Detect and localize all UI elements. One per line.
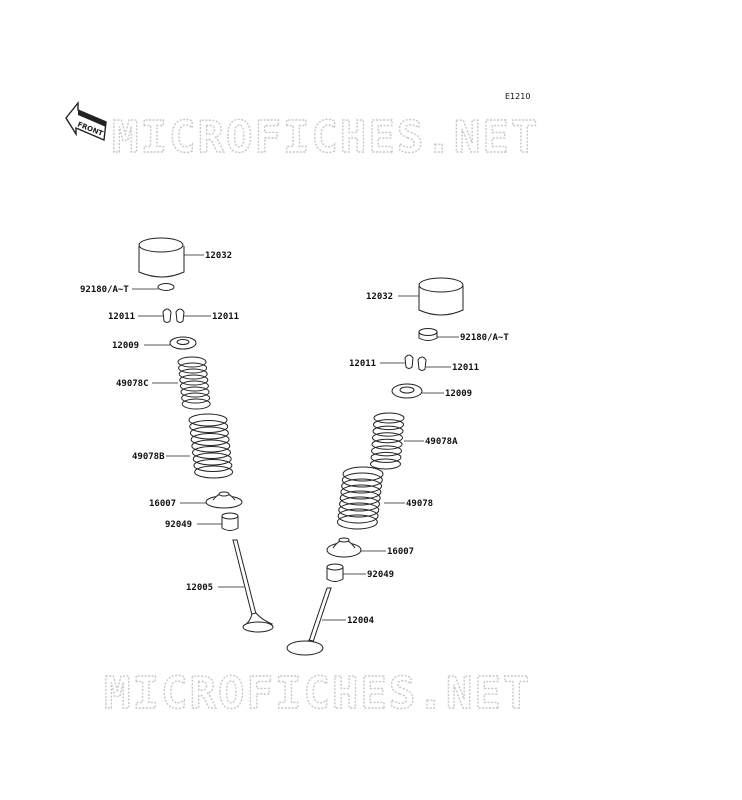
label-right-92049: 92049 (367, 570, 394, 580)
label-left-92180: 92180/A~T (80, 285, 129, 295)
spring-coil (179, 380, 209, 392)
spring-coil (191, 439, 231, 453)
label-right-12009: 12009 (445, 389, 472, 399)
spring-coil (336, 514, 378, 530)
spring-coil (339, 496, 380, 512)
spring-coil (178, 368, 208, 380)
spring-coil (341, 478, 383, 494)
spring-coil (188, 413, 228, 427)
right-stem-seal-92049 (326, 563, 344, 582)
left-stem-seal-92049 (221, 512, 239, 531)
label-right-12011b: 12011 (452, 363, 479, 373)
front-arrow-icon: FRONT (65, 101, 107, 142)
right-spring-seat-16007 (326, 537, 362, 558)
label-right-12032: 12032 (366, 292, 393, 302)
spring-coil (179, 374, 209, 386)
spring-coil (192, 446, 231, 459)
right-cotters-12011 (404, 354, 427, 371)
right-outer-spring-49078 (336, 466, 384, 530)
label-left-12032: 12032 (205, 251, 232, 261)
label-right-16007: 16007 (387, 547, 414, 557)
right-inner-spring-49078a (370, 412, 405, 470)
label-left-92049: 92049 (165, 520, 192, 530)
label-left-12009: 12009 (112, 341, 139, 351)
spring-coil (339, 490, 381, 506)
label-right-12011a: 12011 (349, 359, 376, 369)
label-left-12005: 12005 (186, 583, 213, 593)
spring-coil (340, 484, 382, 500)
left-cotters-12011 (162, 308, 185, 323)
spring-coil (370, 451, 402, 463)
label-left-12011a: 12011 (108, 312, 135, 322)
watermark-top: MICROFICHES.NET (112, 112, 539, 163)
label-right-92180: 92180/A~T (460, 333, 509, 343)
left-spring-seat-16007 (205, 491, 243, 509)
spring-coil (338, 502, 380, 518)
label-right-49078a: 49078A (425, 437, 458, 447)
spring-coil (192, 452, 232, 466)
label-left-49078b: 49078B (132, 452, 165, 462)
spring-coil (337, 508, 379, 524)
spring-coil (189, 420, 229, 433)
label-left-12011b: 12011 (212, 312, 239, 322)
spring-coil (177, 356, 207, 368)
label-right-12004: 12004 (347, 616, 375, 626)
spring-coil (371, 445, 402, 457)
spring-coil (373, 412, 405, 424)
label-left-49078c: 49078C (116, 379, 149, 389)
spring-coil (372, 432, 403, 444)
left-exhaust-valve-12005 (232, 539, 274, 633)
right-retainer-12009 (391, 383, 423, 399)
diagram-code: E1210 (505, 92, 530, 101)
left-inner-spring-49078c (177, 356, 211, 410)
spring-coil (178, 362, 208, 374)
spring-coil (193, 459, 233, 472)
spring-coil (181, 398, 211, 410)
right-shim-92180 (418, 328, 438, 341)
left-retainer-12009 (169, 336, 197, 350)
left-shim-92180 (157, 283, 175, 291)
spring-coil (190, 433, 230, 446)
spring-coil (371, 438, 403, 450)
left-outer-spring-49078b (188, 413, 234, 479)
spring-coil (370, 458, 401, 470)
spring-coil (342, 466, 384, 482)
spring-coil (373, 419, 404, 431)
spring-coil (372, 425, 404, 437)
watermark-bottom: MICROFICHES.NET (104, 668, 531, 719)
spring-coil (180, 386, 210, 398)
right-intake-valve-12004 (286, 587, 332, 656)
label-right-49078: 49078 (406, 499, 433, 509)
spring-coil (194, 465, 234, 479)
right-tappet-12032 (418, 277, 464, 316)
spring-coil (189, 426, 229, 440)
spring-coil (341, 472, 383, 488)
label-left-16007: 16007 (149, 499, 176, 509)
spring-coil (181, 392, 211, 404)
left-tappet-12032 (138, 237, 185, 278)
